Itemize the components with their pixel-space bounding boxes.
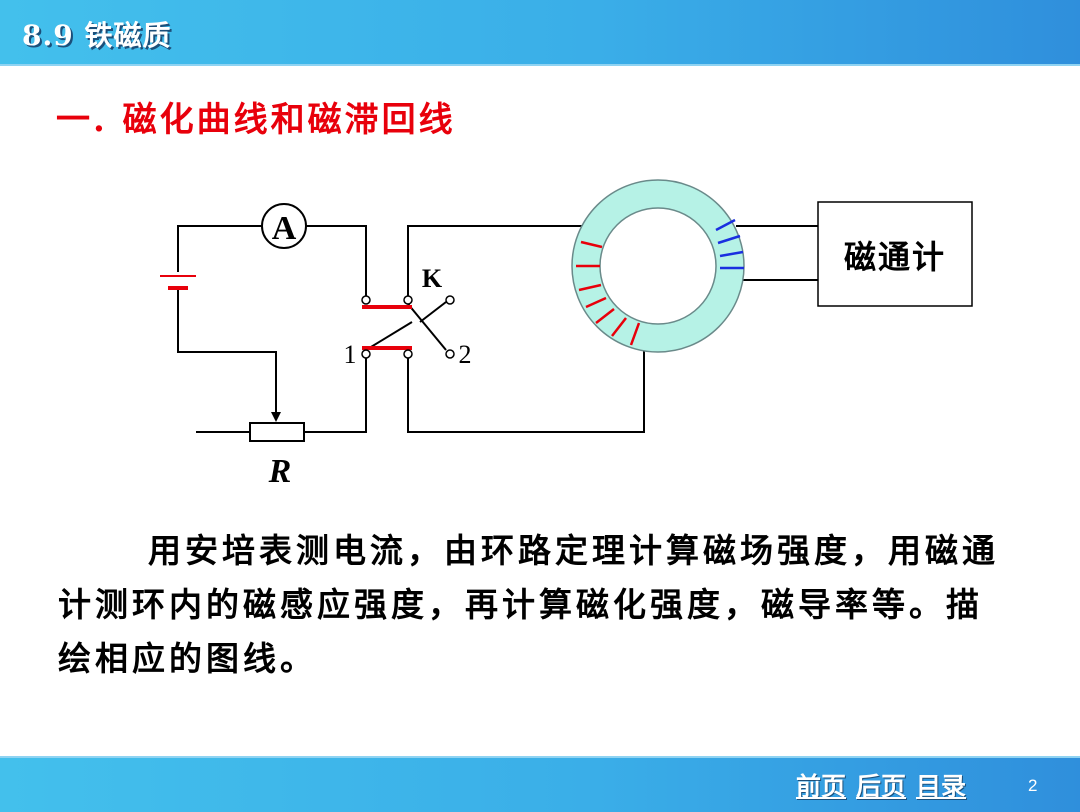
resistor-label: R bbox=[268, 453, 292, 490]
primary-winding bbox=[576, 240, 641, 346]
page-number: 2 bbox=[1028, 776, 1038, 795]
switch-blade-3 bbox=[407, 303, 447, 351]
description-paragraph: 用安培表测电流，由环路定理计算磁场强度，用磁通计测环内的磁感应强度，再计算磁化强… bbox=[58, 531, 999, 678]
nav-prev-link[interactable]: 前页 bbox=[796, 772, 847, 801]
footer-bar: 前页后页目录 2 bbox=[0, 756, 1080, 812]
switch-blade-1 bbox=[365, 321, 413, 351]
wire-left-bottom bbox=[177, 290, 277, 420]
ammeter-label: A bbox=[272, 210, 297, 247]
wire-resistor-right bbox=[304, 356, 367, 433]
nav-next-link[interactable]: 后页 bbox=[856, 772, 907, 801]
wire-ammeter-switch bbox=[306, 225, 367, 298]
wire-left-top bbox=[177, 225, 262, 272]
ammeter-icon: A bbox=[261, 203, 307, 249]
switch-blade-2 bbox=[419, 301, 447, 323]
switch-contacts: K 1 2 bbox=[344, 264, 472, 369]
circuit-wires bbox=[177, 225, 818, 433]
secondary-winding bbox=[715, 218, 744, 270]
battery-icon bbox=[160, 275, 196, 290]
slide-title: 8.9 铁磁质 bbox=[22, 19, 172, 52]
wire-switch-toroid-bottom bbox=[407, 342, 645, 433]
nav-index-link[interactable]: 目录 bbox=[916, 772, 967, 801]
switch-pos1-label: 1 bbox=[344, 340, 357, 369]
fluxmeter: 磁通计 bbox=[817, 201, 973, 307]
resistor-icon: R bbox=[249, 412, 305, 490]
switch-pos2-label: 2 bbox=[459, 340, 472, 369]
switch-label: K bbox=[422, 264, 443, 293]
title-bar: 8.9 铁磁质 bbox=[0, 0, 1080, 66]
wire-switch-toroid-top bbox=[407, 225, 582, 298]
footer-nav: 前页后页目录 bbox=[796, 767, 976, 803]
section-heading: 一. 磁化曲线和磁滞回线 bbox=[56, 100, 456, 140]
fluxmeter-label: 磁通计 bbox=[844, 238, 946, 276]
